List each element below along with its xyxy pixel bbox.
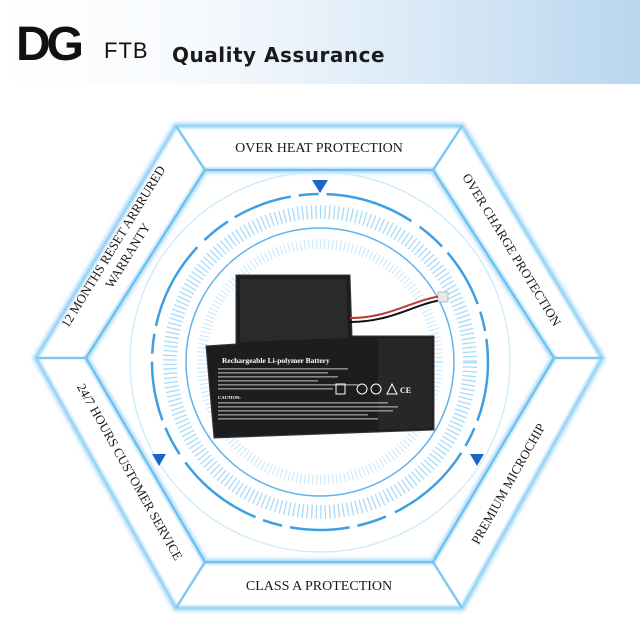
feature-hexagon-graphic: Rechargeable Li-polymer Battery CAUTION:… bbox=[0, 84, 640, 615]
quality-assurance-title: Quality Assurance bbox=[172, 43, 386, 67]
marker-triangle-left bbox=[152, 454, 166, 466]
feature-customer-service: 24/7 HOURS CUSTOMER SERVICE bbox=[74, 381, 186, 563]
marker-triangle-top bbox=[312, 180, 328, 193]
brand-header: DG FTB Quality Assurance bbox=[0, 0, 640, 84]
brand-logo-mark: DG bbox=[16, 18, 84, 71]
feature-over-heat-protection: OVER HEAT PROTECTION bbox=[235, 141, 403, 156]
battery-illustration: Rechargeable Li-polymer Battery CAUTION:… bbox=[205, 274, 449, 439]
feature-over-charge-protection: OVER CHARGE PROTECTION bbox=[459, 171, 564, 330]
battery-label-caution: CAUTION: bbox=[218, 395, 241, 400]
concentric-rings bbox=[129, 171, 511, 553]
brand-logo-suffix: FTB bbox=[104, 38, 149, 63]
hexagon-svg: Rechargeable Li-polymer Battery CAUTION:… bbox=[31, 122, 607, 612]
certification-icons bbox=[335, 382, 398, 395]
svg-text:CE: CE bbox=[400, 386, 411, 395]
marker-triangle-right bbox=[470, 454, 484, 466]
corner-dividers bbox=[36, 125, 602, 609]
battery-label-title: Rechargeable Li-polymer Battery bbox=[222, 356, 330, 365]
feature-class-a-protection: CLASS A PROTECTION bbox=[246, 579, 392, 594]
